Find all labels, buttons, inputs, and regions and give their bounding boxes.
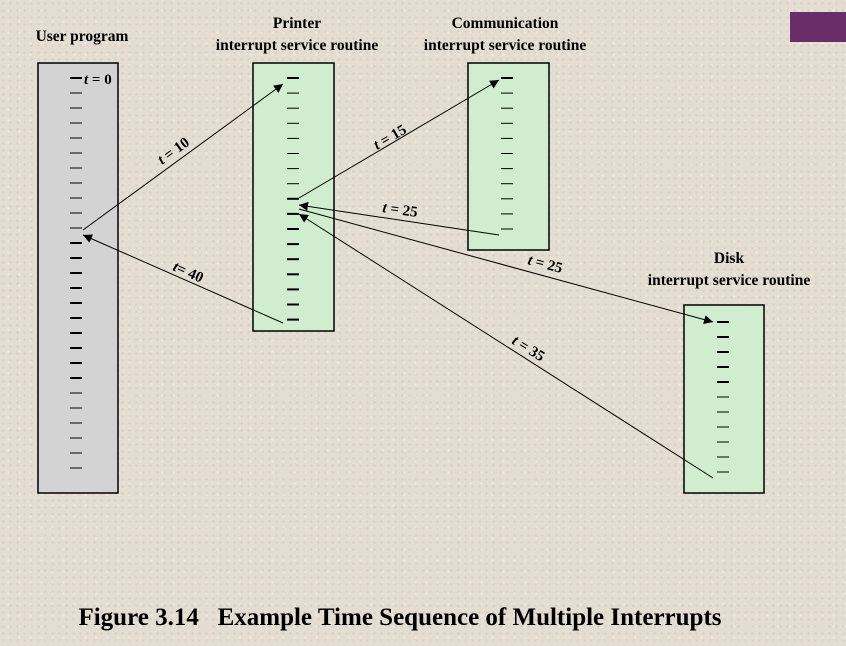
printer-isr-box xyxy=(252,62,335,332)
accent-bar xyxy=(790,12,846,42)
arrow-printer-to-disk xyxy=(298,208,714,324)
printer-title-line1: Printer xyxy=(273,15,321,32)
user-program-box xyxy=(37,62,119,494)
user-program-title: User program xyxy=(36,28,129,45)
printer-isr-ticks xyxy=(287,77,299,321)
disk-title-line1: Disk xyxy=(714,250,745,267)
label-t15: t = 15 xyxy=(371,122,410,153)
figure-caption: Figure 3.14 Example Time Sequence of Mul… xyxy=(78,604,722,631)
label-t0: t = 0 xyxy=(84,72,112,88)
interrupt-sequence-diagram: User program Printer interrupt service r… xyxy=(36,15,811,494)
comm-isr-ticks xyxy=(501,77,513,230)
comm-isr-box xyxy=(467,62,550,251)
arrow-printer-to-comm xyxy=(298,79,500,199)
arrow-user-to-printer xyxy=(82,83,284,231)
user-program-ticks xyxy=(70,77,82,469)
disk-isr-box xyxy=(683,304,765,494)
comm-title-line1: Communication xyxy=(452,15,559,32)
label-t25-comm: t = 25 xyxy=(381,200,418,221)
arrow-comm-to-printer xyxy=(298,201,500,236)
label-t25-disk: t = 25 xyxy=(526,252,564,277)
disk-isr-ticks xyxy=(717,321,729,473)
comm-title-line2: interrupt service routine xyxy=(424,37,587,54)
label-t40: t= 40 xyxy=(170,259,205,286)
arrow-disk-to-printer xyxy=(298,213,714,479)
arrow-printer-to-user xyxy=(82,234,284,324)
printer-title-line2: interrupt service routine xyxy=(216,37,379,54)
disk-title-line2: interrupt service routine xyxy=(648,272,811,289)
